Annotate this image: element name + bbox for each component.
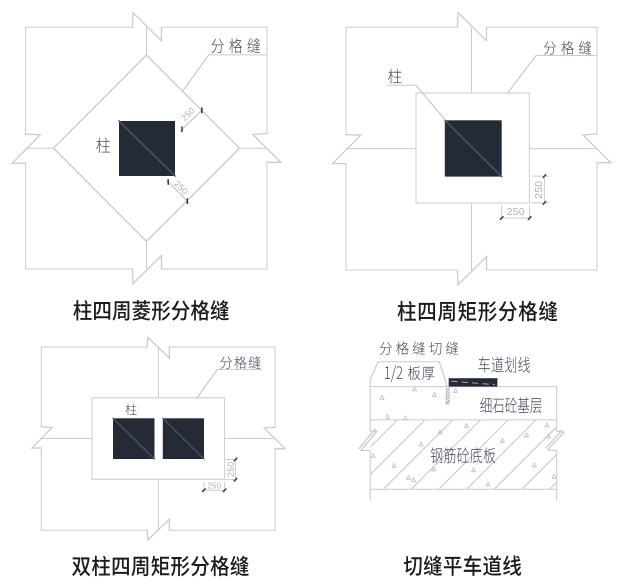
svg-text:250: 250 <box>207 481 221 490</box>
svg-text:250: 250 <box>507 206 525 218</box>
svg-text:250: 250 <box>226 461 236 477</box>
svg-text:250: 250 <box>533 181 545 199</box>
